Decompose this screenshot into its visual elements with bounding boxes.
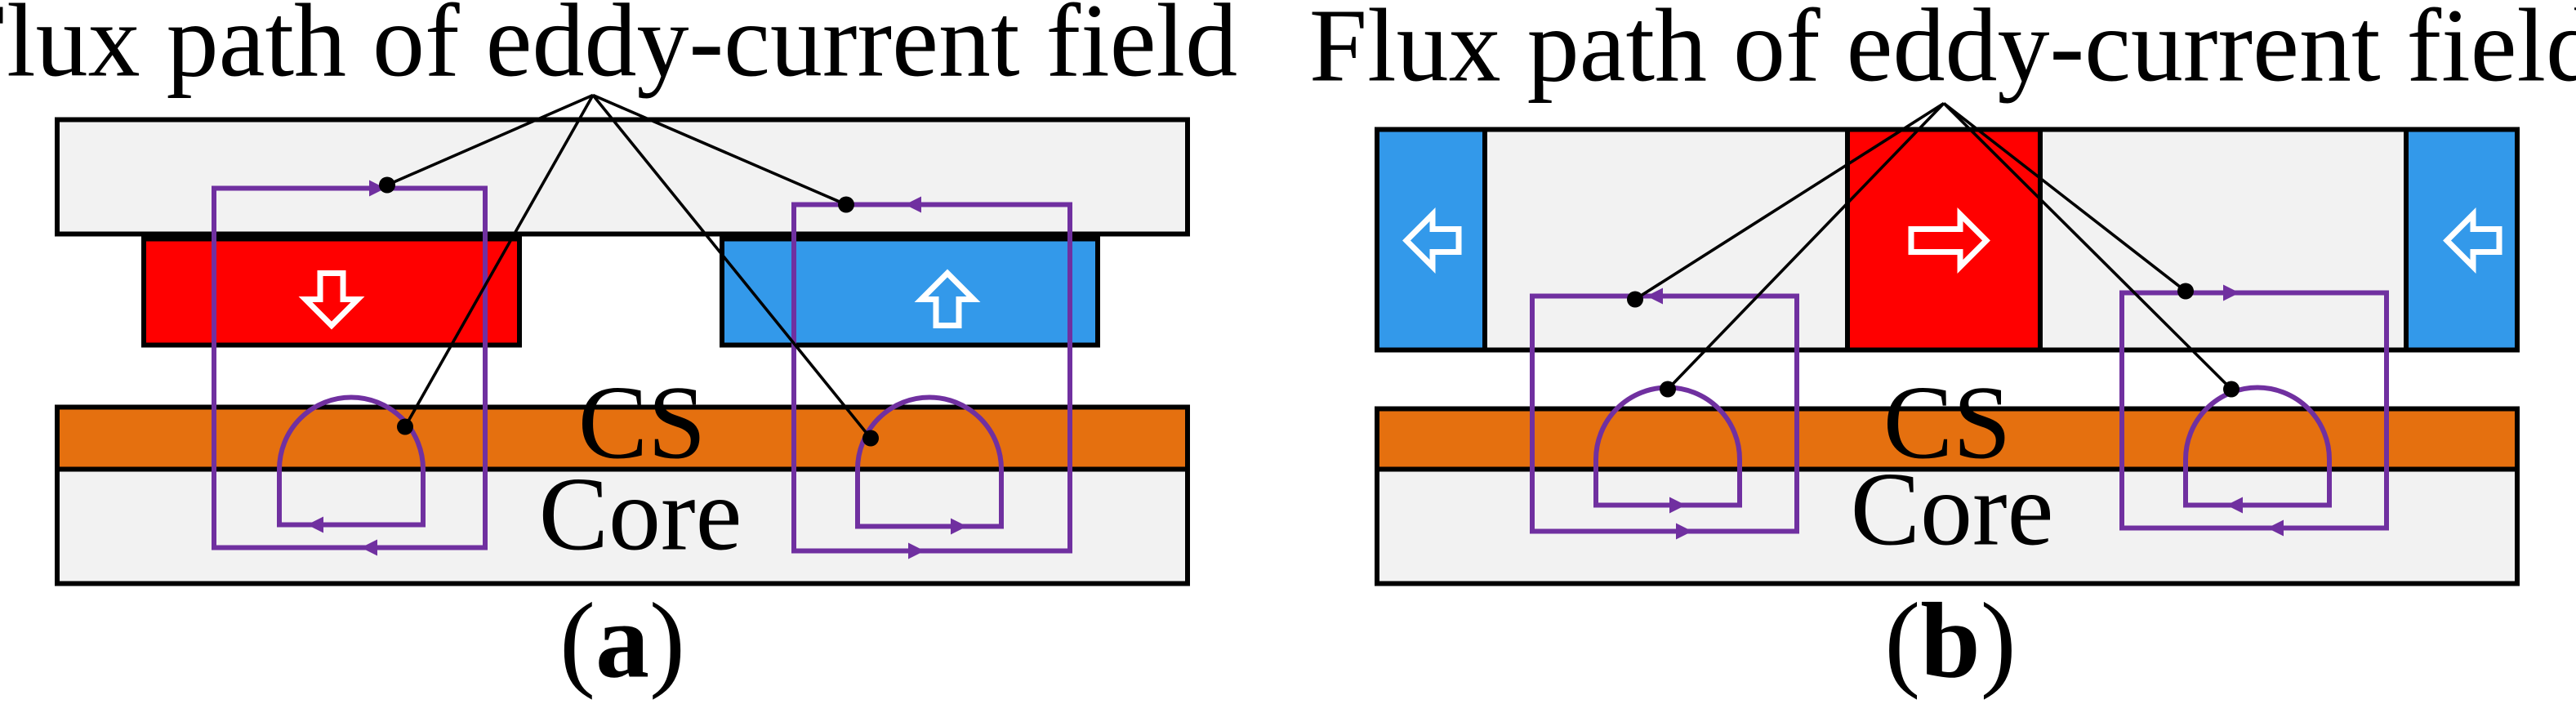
leader-lines [1634,101,2233,390]
panel-b: Flux path of eddy-current field CS Core … [1309,0,2576,701]
flux-annotation: Flux path of eddy-current field [1309,0,2576,104]
magnet-blue-left [1375,127,1487,353]
leader-dots [1627,283,2240,398]
flux-loop-small-right [2183,385,2332,508]
flux-loop-large-left [212,185,488,550]
flux-loop-small-left [277,394,426,528]
leader-dots [379,176,879,447]
magnet-blue [720,236,1100,348]
up-arrow-icon [914,269,981,328]
leader-lines [386,93,872,439]
flux-loop-large-right [791,202,1072,554]
panel-a: Flux path of eddy-current field CS Core … [0,0,1237,701]
right-arrow-icon [1908,207,1990,274]
left-arrow-icon [1402,207,1462,274]
caption-a: (a) [559,581,685,701]
top-back-iron [55,117,1190,237]
cs-label: CS [578,365,706,481]
cs-label: CS [1883,365,2012,481]
left-arrow-icon [2443,207,2502,274]
flux-loop-large-right [2119,290,2389,531]
caption-b: (b) [1884,581,2016,701]
core-label: Core [539,457,742,573]
flux-annotation: Flux path of eddy-current field [0,0,1237,99]
down-arrow-icon [298,270,365,330]
core-label: Core [1851,452,2054,568]
magnet-red [1845,127,2043,353]
